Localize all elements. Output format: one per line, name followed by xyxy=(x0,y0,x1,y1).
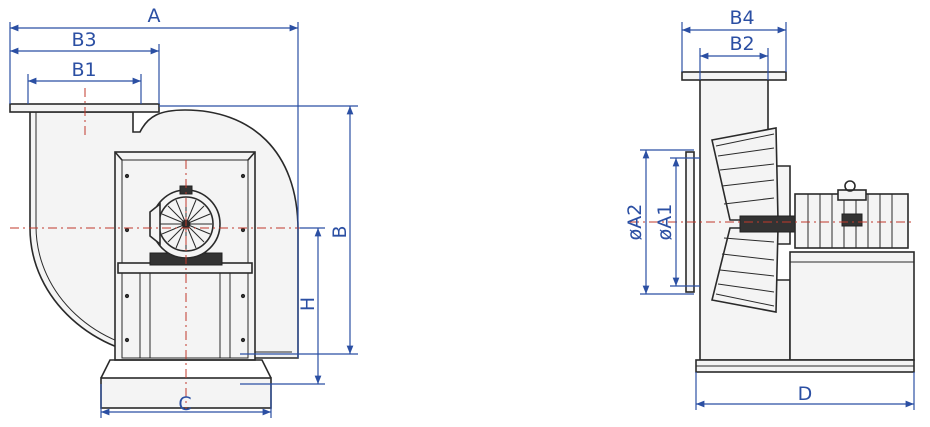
side-outlet-flange xyxy=(681,71,787,81)
impeller-profile xyxy=(711,127,801,313)
front-view: A B3 B1 C B H xyxy=(9,5,358,418)
base-chamfer xyxy=(100,359,272,379)
frame-corner-tl xyxy=(114,151,123,161)
side-view: B4 B2 D øA2 øA1 xyxy=(624,7,915,410)
frame-corner-tr xyxy=(247,151,256,161)
dim-label-A: A xyxy=(148,5,161,27)
dimension-lines-front xyxy=(9,22,358,418)
dim-label-B3: B3 xyxy=(71,29,96,51)
frame-inner xyxy=(121,159,249,359)
motor-side xyxy=(794,180,909,249)
dim-label-B: B xyxy=(329,225,351,238)
dim-label-C: C xyxy=(178,393,191,415)
dim-label-B1: B1 xyxy=(71,59,96,81)
dim-label-H: H xyxy=(297,297,319,311)
dimension-lines-side xyxy=(640,22,915,410)
dim-label-B4: B4 xyxy=(729,7,754,29)
dim-label-A1: øA1 xyxy=(654,204,676,241)
dim-label-B2: B2 xyxy=(729,33,754,55)
dim-label-D: D xyxy=(798,383,813,405)
motor-pedestal xyxy=(789,251,915,361)
dim-label-A2: øA2 xyxy=(624,204,646,241)
